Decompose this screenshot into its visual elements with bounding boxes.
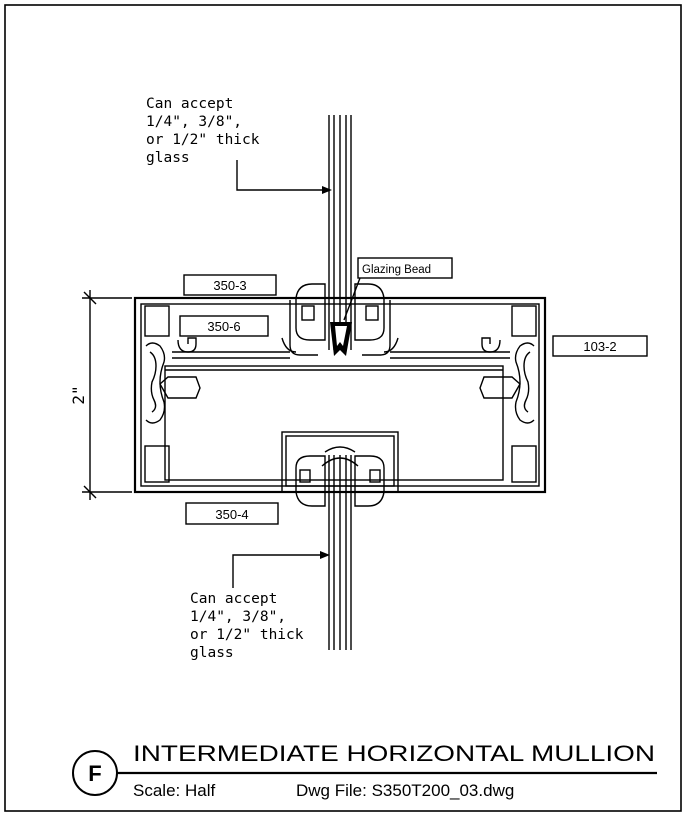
bottom-note-line-2: 1/4", 3/8", — [190, 609, 286, 625]
callout-glazing-bead: Glazing Bead — [343, 257, 453, 321]
part-350-4-label: 350-4 — [215, 507, 248, 522]
mullion-profile — [133, 283, 547, 507]
callout-103-2: 103-2 — [552, 335, 648, 357]
dimension-2in: 2" — [69, 290, 132, 500]
bottom-note-line-3: or 1/2" thick — [190, 627, 304, 643]
dimension-label: 2" — [69, 385, 88, 404]
bottom-note-line-4: glass — [190, 645, 234, 661]
bottom-note: Can accept 1/4", 3/8", or 1/2" thick gla… — [190, 551, 330, 661]
part-350-6-label: 350-6 — [207, 319, 240, 334]
top-note-line-2: 1/4", 3/8", — [146, 114, 242, 130]
detail-letter: F — [88, 761, 101, 786]
top-glass — [328, 115, 352, 350]
top-note: Can accept 1/4", 3/8", or 1/2" thick gla… — [146, 96, 332, 194]
part-350-3-label: 350-3 — [213, 278, 246, 293]
part-103-2-label: 103-2 — [583, 339, 616, 354]
top-leader-arrow — [236, 160, 322, 191]
glazing-bead-label: Glazing Bead — [362, 264, 431, 276]
callout-350-4: 350-4 — [185, 502, 279, 525]
bottom-note-line-1: Can accept — [190, 591, 277, 607]
top-note-line-1: Can accept — [146, 96, 233, 112]
callout-350-3: 350-3 — [183, 274, 277, 296]
sheet-border — [4, 4, 682, 812]
bottom-glass — [328, 455, 352, 650]
bottom-leader-arrow — [232, 554, 320, 588]
scale-label: Scale: Half — [133, 781, 215, 800]
top-note-line-4: glass — [146, 150, 190, 166]
top-note-line-3: or 1/2" thick — [146, 132, 260, 148]
title-block: F INTERMEDIATE HORIZONTAL MULLION Scale:… — [72, 741, 657, 800]
callout-350-6: 350-6 — [179, 315, 269, 337]
dwg-file-label: Dwg File: S350T200_03.dwg — [296, 781, 514, 800]
drawing-title: INTERMEDIATE HORIZONTAL MULLION — [133, 741, 655, 766]
